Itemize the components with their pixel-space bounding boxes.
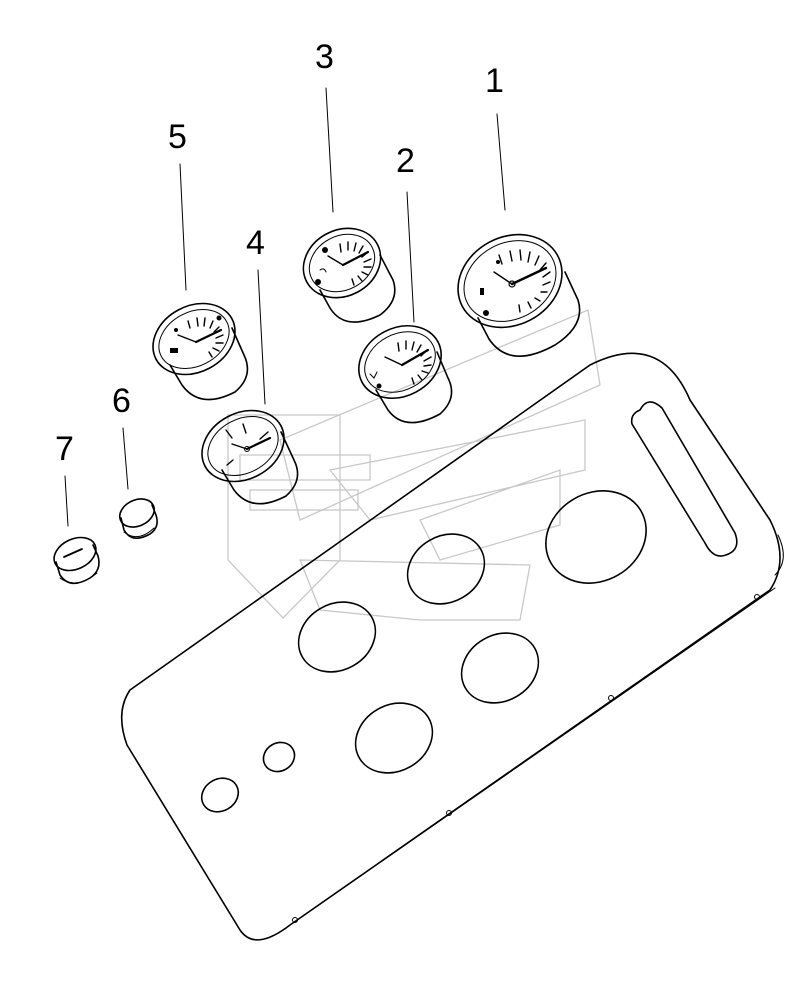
plug-7 <box>53 536 100 585</box>
gauge-3-scale-ticks <box>339 241 372 286</box>
gauge-5-needle <box>194 328 223 344</box>
leader-lines <box>64 87 506 527</box>
plate-screw-hole <box>292 594 760 923</box>
dashboard-plate <box>120 352 784 941</box>
leader-line-3 <box>325 87 334 213</box>
gauge-1-needle <box>510 266 548 286</box>
leader-line-4 <box>257 269 266 405</box>
gauge-5 <box>152 302 249 401</box>
callouts: 1 2 3 4 5 6 7 <box>55 38 504 468</box>
gauge-1 <box>457 233 581 357</box>
callout-7: 7 <box>55 430 74 468</box>
leader-line-6 <box>122 427 129 490</box>
callout-5: 5 <box>168 118 187 156</box>
leader-line-2 <box>406 191 415 323</box>
leader-line-5 <box>179 163 187 291</box>
leader-line-7 <box>64 475 69 527</box>
plate-slot <box>630 401 738 557</box>
gauge-3-needle <box>341 250 370 267</box>
callout-1: 1 <box>485 62 504 100</box>
callout-2: 2 <box>396 142 415 180</box>
gauge-2-needle <box>400 348 430 367</box>
gauge-2 <box>358 325 453 424</box>
callout-6: 6 <box>112 382 131 420</box>
leader-line-1 <box>496 113 506 211</box>
gauge-4-needle <box>245 436 272 451</box>
gauge-4 <box>201 409 299 505</box>
plug-6 <box>118 498 158 539</box>
plate-mounting-hole <box>200 490 647 813</box>
callout-3: 3 <box>315 38 334 76</box>
callout-4: 4 <box>246 224 265 262</box>
gauge-1-scale-ticks <box>498 249 551 313</box>
gauge-5-scale-ticks <box>187 317 224 358</box>
gauge-3 <box>302 227 396 323</box>
watermark-logo <box>227 309 601 621</box>
